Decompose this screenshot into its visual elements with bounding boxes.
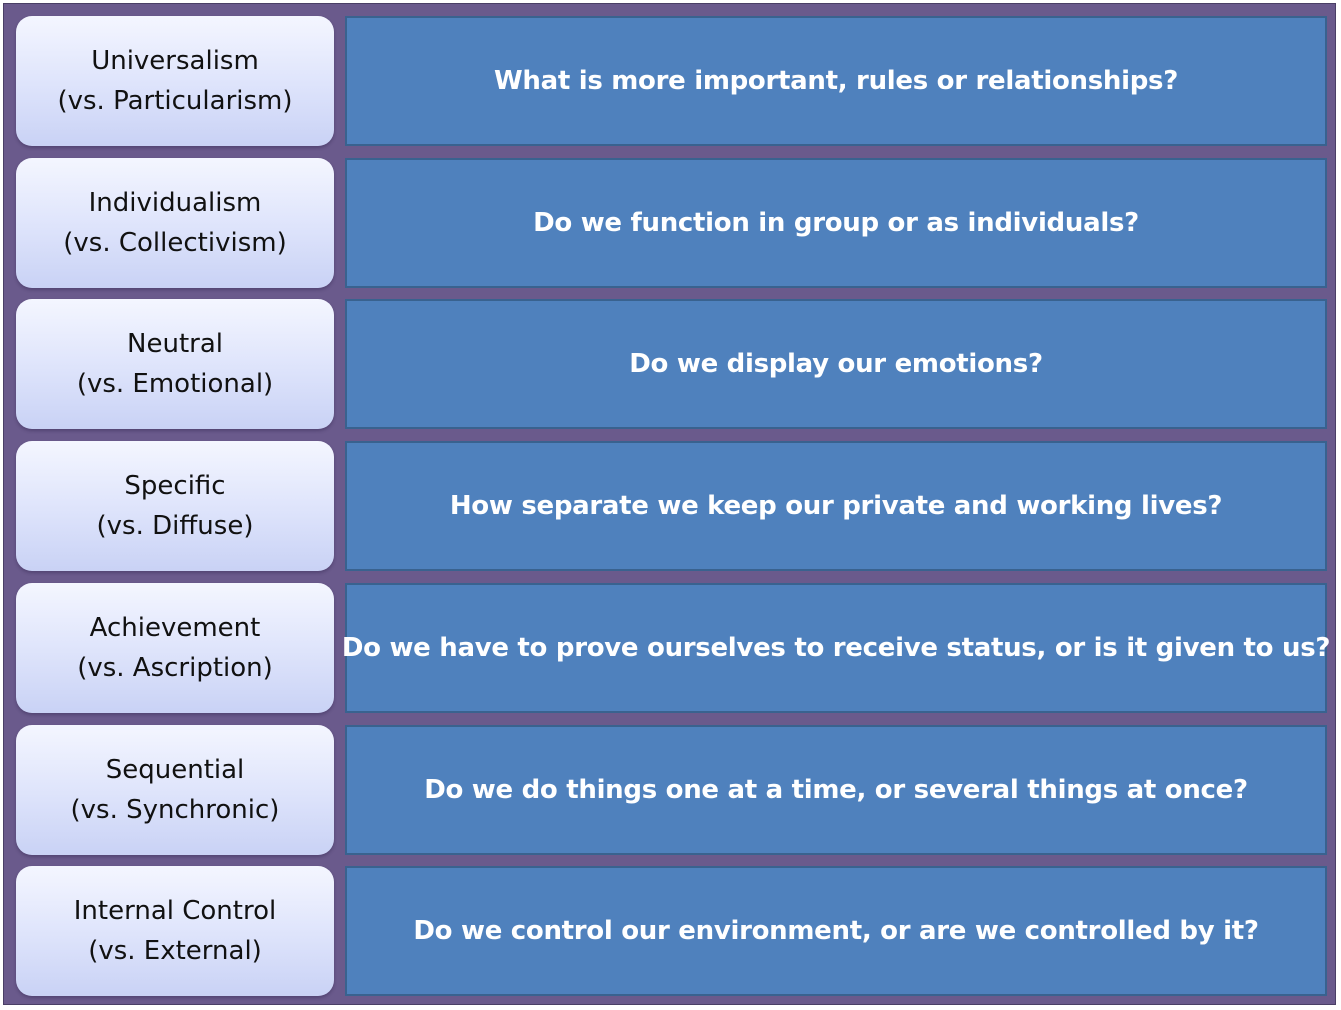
dimension-contrast: (vs. Emotional) [76, 369, 274, 399]
dimension-label: Internal Control [73, 896, 277, 926]
dimension-box: Specific (vs. Diffuse) [16, 441, 334, 571]
dimension-box: Universalism (vs. Particularism) [16, 16, 334, 146]
question-text: Do we do things one at a time, or severa… [424, 775, 1248, 805]
dimension-contrast: (vs. Synchronic) [70, 795, 280, 825]
dimension-label: Specific [124, 471, 226, 501]
dimension-box: Individualism (vs. Collectivism) [16, 158, 334, 288]
dimension-contrast: (vs. Diffuse) [96, 511, 254, 541]
question-box: Do we control our environment, or are we… [345, 866, 1327, 996]
row-achievement: Achievement (vs. Ascription) Do we have … [4, 583, 1335, 713]
question-text: Do we have to prove ourselves to receive… [341, 633, 1331, 663]
row-internal-control: Internal Control (vs. External) Do we co… [4, 866, 1335, 996]
question-box: Do we do things one at a time, or severa… [345, 725, 1327, 855]
question-box: What is more important, rules or relatio… [345, 16, 1327, 146]
row-neutral: Neutral (vs. Emotional) Do we display ou… [4, 299, 1335, 429]
question-box: How separate we keep our private and wor… [345, 441, 1327, 571]
dimensions-table: Universalism (vs. Particularism) What is… [3, 3, 1336, 1005]
dimension-contrast: (vs. Ascription) [77, 653, 273, 683]
question-box: Do we have to prove ourselves to receive… [341, 583, 1331, 713]
question-box: Do we function in group or as individual… [345, 158, 1327, 288]
question-text: What is more important, rules or relatio… [494, 66, 1178, 96]
question-text: Do we display our emotions? [629, 349, 1043, 379]
dimension-contrast: (vs. Particularism) [57, 86, 293, 116]
dimension-label: Neutral [127, 329, 223, 359]
question-text: How separate we keep our private and wor… [449, 491, 1223, 521]
dimension-label: Achievement [89, 613, 261, 643]
row-individualism: Individualism (vs. Collectivism) Do we f… [4, 158, 1335, 288]
dimension-label: Individualism [88, 188, 262, 218]
dimension-contrast: (vs. External) [88, 936, 262, 966]
dimension-box: Sequential (vs. Synchronic) [16, 725, 334, 855]
row-universalism: Universalism (vs. Particularism) What is… [4, 16, 1335, 146]
row-sequential: Sequential (vs. Synchronic) Do we do thi… [4, 725, 1335, 855]
dimension-box: Neutral (vs. Emotional) [16, 299, 334, 429]
question-text: Do we function in group or as individual… [533, 208, 1139, 238]
dimension-contrast: (vs. Collectivism) [63, 228, 287, 258]
dimension-box: Achievement (vs. Ascription) [16, 583, 334, 713]
question-text: Do we control our environment, or are we… [413, 916, 1259, 946]
row-specific: Specific (vs. Diffuse) How separate we k… [4, 441, 1335, 571]
dimension-box: Internal Control (vs. External) [16, 866, 334, 996]
dimension-label: Universalism [91, 46, 259, 76]
dimension-label: Sequential [105, 755, 245, 785]
question-box: Do we display our emotions? [345, 299, 1327, 429]
